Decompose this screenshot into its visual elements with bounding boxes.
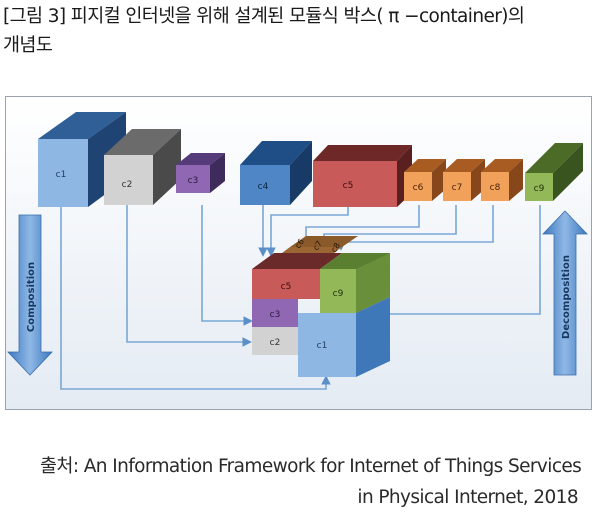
container-c5: c5: [313, 145, 412, 207]
container-c2: c2: [104, 129, 181, 205]
composed-container-stack: c6 c7 c8 c5 c9 c3 c2 c1: [252, 236, 390, 377]
stack-label-c6: c6: [293, 237, 306, 250]
composition-label: Composition: [26, 262, 37, 332]
caption-line-2: 개념도: [3, 35, 53, 56]
container-label-c6: c6: [413, 183, 424, 193]
decomposition-arrow: Decomposition: [542, 210, 588, 376]
connector-lines: [60, 205, 541, 390]
stack-label-c7: c7: [311, 239, 324, 252]
container-label-c8: c8: [490, 183, 501, 193]
caption-line-1: [그림 3] 피지컬 인터넷을 위해 설계된 모듈식 박스( π −contai…: [3, 6, 525, 27]
container-label-c7: c7: [452, 183, 463, 193]
container-c3: c3: [176, 153, 225, 193]
stack-label-c1: c1: [317, 341, 328, 351]
container-label-c1: c1: [56, 170, 67, 180]
source-citation-line-1: 출처: An Information Framework for Interne…: [40, 456, 582, 477]
container-label-c5: c5: [343, 181, 354, 191]
container-c9: c9: [525, 143, 583, 201]
container-label-c4: c4: [258, 182, 269, 192]
container-c8: c8: [481, 159, 523, 201]
stack-label-c8: c8: [329, 241, 342, 254]
figure-caption: [그림 3] 피지컬 인터넷을 위해 설계된 모듈식 박스( π −contai…: [3, 2, 597, 60]
container-label-c9: c9: [534, 184, 545, 194]
diagram-frame: Composition Decomposition c1 c2 c3: [5, 96, 592, 410]
container-label-c2: c2: [122, 180, 133, 190]
stack-label-c5: c5: [281, 282, 292, 292]
source-citation-line-2: in Physical Internet, 2018: [357, 487, 578, 508]
container-label-c3: c3: [188, 176, 199, 186]
container-c6: c6: [404, 159, 446, 201]
stack-label-c9: c9: [333, 289, 344, 299]
decomposition-label: Decomposition: [561, 255, 572, 339]
stack-label-c3: c3: [270, 310, 281, 320]
container-c4: c4: [240, 141, 312, 205]
pi-container-diagram: Composition Decomposition c1 c2 c3: [6, 97, 591, 409]
stack-label-c2: c2: [270, 338, 281, 348]
composition-arrow: Composition: [7, 214, 53, 376]
